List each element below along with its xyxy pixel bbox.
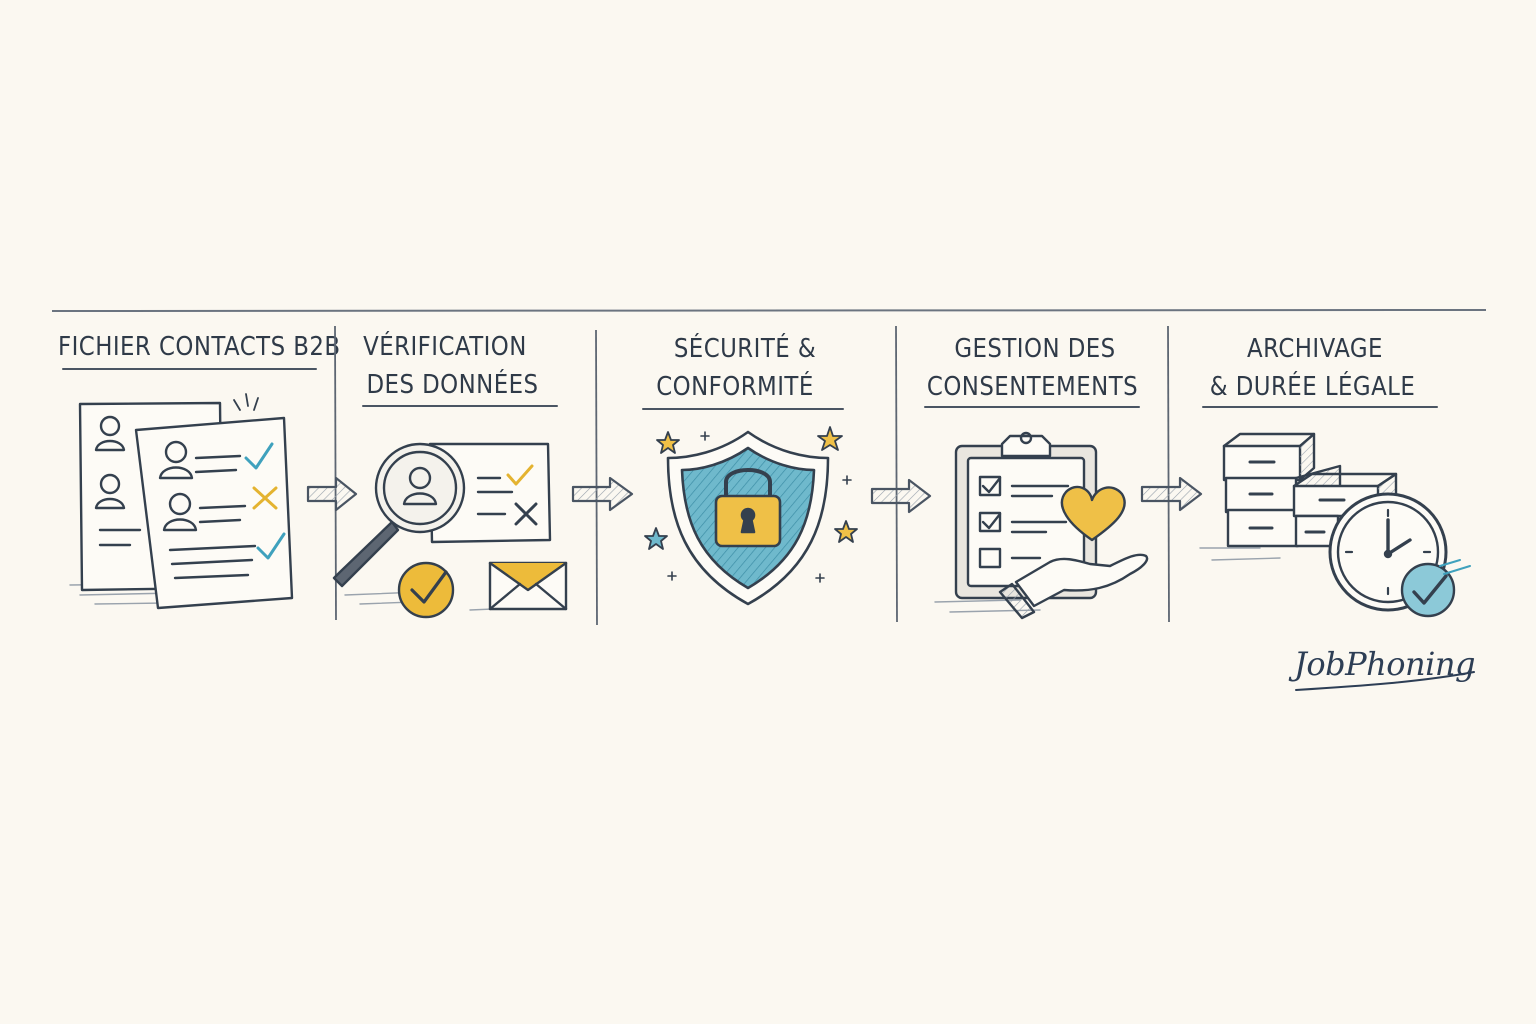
step-4-title-underline [924,406,1140,408]
step-2-title-line-2: DES DONNÉES [366,370,539,400]
arrow-4 [1140,476,1203,512]
step-2-title-line-1: VÉRIFICATION [363,332,527,362]
magnifier-checklist-icon [332,442,568,619]
step-2-title-underline [362,405,558,407]
shield-lock-icon [644,426,858,606]
step-1-title: FICHIER CONTACTS B2B [58,332,341,362]
consent-clipboard-icon [934,431,1149,620]
step-5-title-line-2: & DURÉE LÉGALE [1209,372,1416,402]
step-5-title-line-1: ARCHIVAGE [1247,334,1383,364]
arrow-3 [870,478,932,514]
step-3-title-line-2: CONFORMITÉ [656,372,814,402]
arrow-2 [571,476,634,512]
step-3-title-underline [642,408,844,410]
brand-signature: JobPhoning [1294,645,1475,683]
top-rule [51,309,1487,312]
step-4-title-line-2: CONSENTEMENTS [926,372,1139,402]
step-4-title-line-1: GESTION DES [954,334,1116,364]
archive-clock-icon [1199,432,1471,618]
step-5-title-underline [1202,406,1438,408]
step-3-title-line-1: SÉCURITÉ & [673,334,817,364]
step-1-title-underline [62,368,317,370]
contact-sheets-icon [69,393,294,610]
arrow-1 [306,476,358,512]
